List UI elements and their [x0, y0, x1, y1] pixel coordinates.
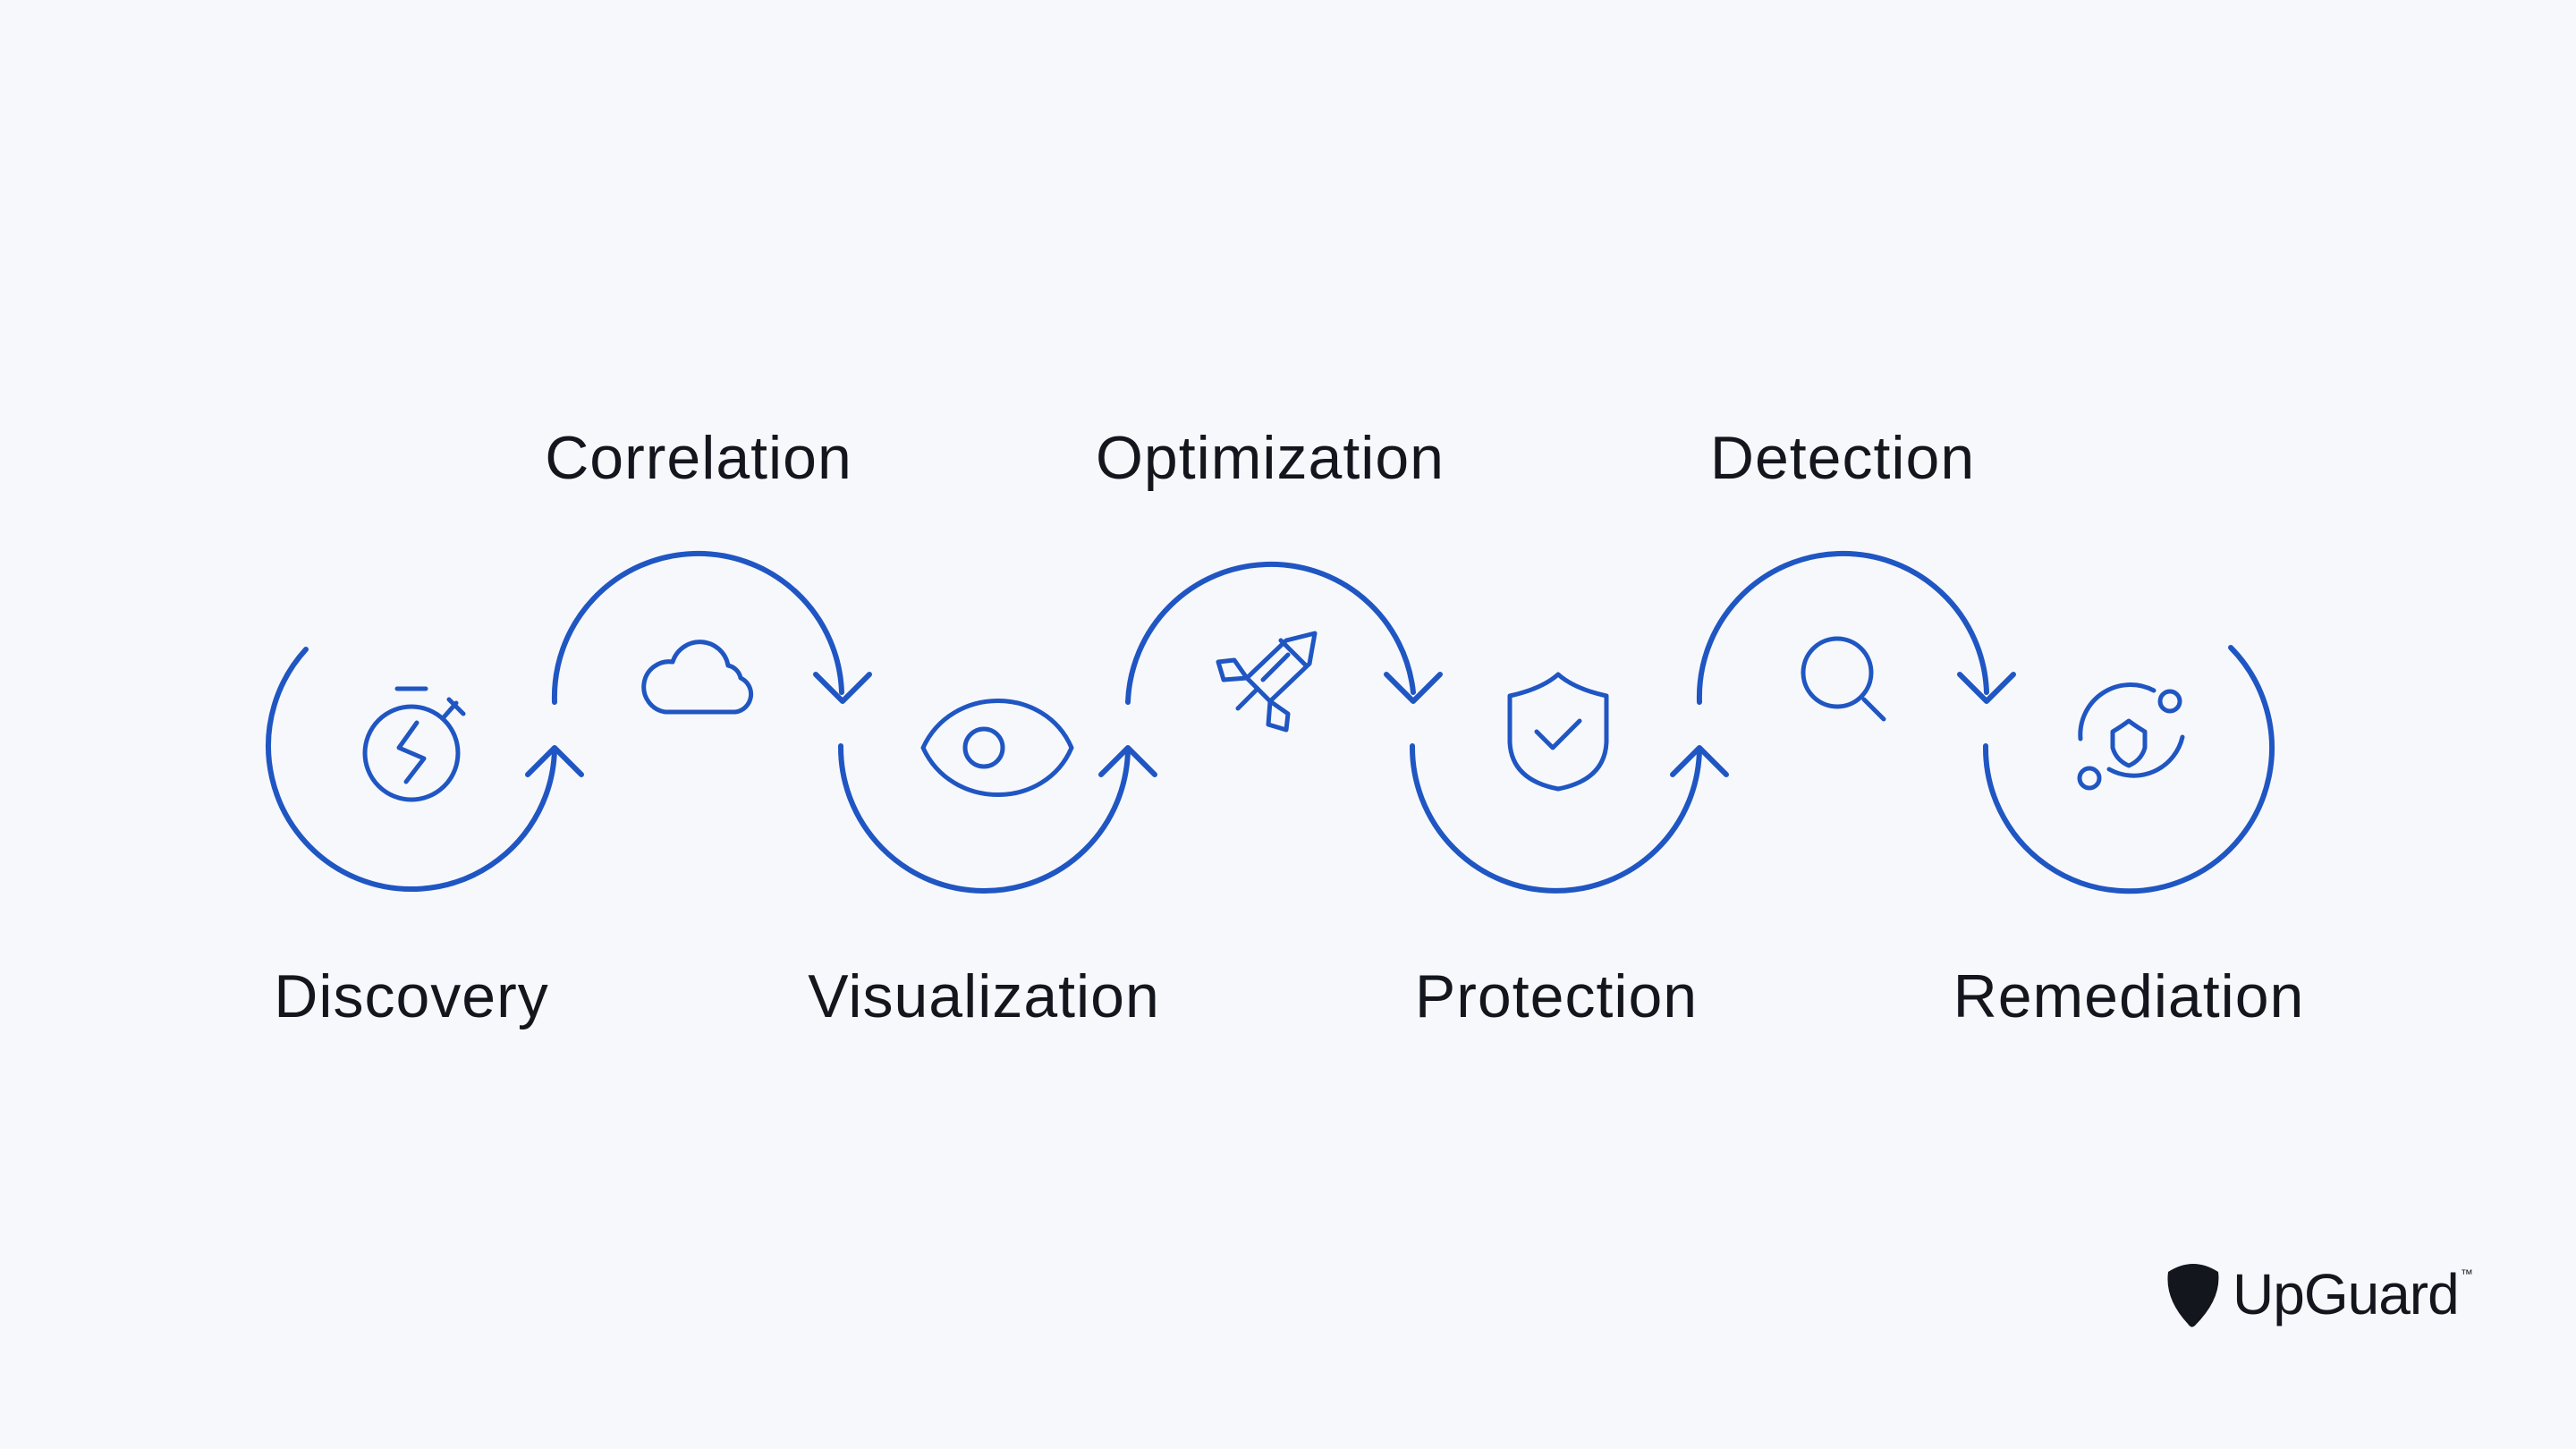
arrowhead-down-icon — [813, 672, 872, 704]
arrowhead-up-icon — [1098, 745, 1157, 777]
flow-arc-correlation — [551, 550, 844, 705]
upguard-logo: UpGuard ™ — [2163, 1259, 2473, 1329]
flow-arc-remediation — [1982, 645, 2275, 894]
arrowhead-up-icon — [525, 745, 584, 777]
flow-arc-visualization — [837, 743, 1131, 894]
flow-arc-protection — [1409, 743, 1702, 894]
stopwatch-bolt-icon — [362, 686, 466, 802]
step-label-correlation: Correlation — [545, 424, 852, 492]
arrowhead-down-icon — [1384, 672, 1443, 704]
flow-arc-discovery — [266, 647, 557, 892]
arrowhead-up-icon — [1670, 745, 1729, 777]
step-label-optimization: Optimization — [1096, 424, 1445, 492]
flow-arc-optimization — [1125, 561, 1416, 705]
shield-check-icon — [1507, 672, 1609, 792]
step-label-discovery: Discovery — [274, 962, 549, 1030]
magnifier-icon — [1801, 636, 1886, 722]
brand-trademark: ™ — [2460, 1267, 2473, 1281]
rocket-icon — [1216, 631, 1318, 733]
guitar-pick-logo-icon — [2167, 1264, 2219, 1327]
eye-icon — [920, 699, 1074, 797]
arrowhead-down-icon — [1957, 672, 2016, 704]
step-label-protection: Protection — [1414, 962, 1699, 1030]
shield-orbit-icon — [2077, 682, 2185, 791]
step-label-visualization: Visualization — [808, 962, 1160, 1030]
cloud-icon — [641, 640, 754, 715]
step-label-detection: Detection — [1709, 424, 1976, 492]
brand-name: UpGuard — [2233, 1262, 2460, 1326]
flow-arc-detection — [1696, 550, 1989, 705]
step-label-remediation: Remediation — [1953, 962, 2305, 1030]
